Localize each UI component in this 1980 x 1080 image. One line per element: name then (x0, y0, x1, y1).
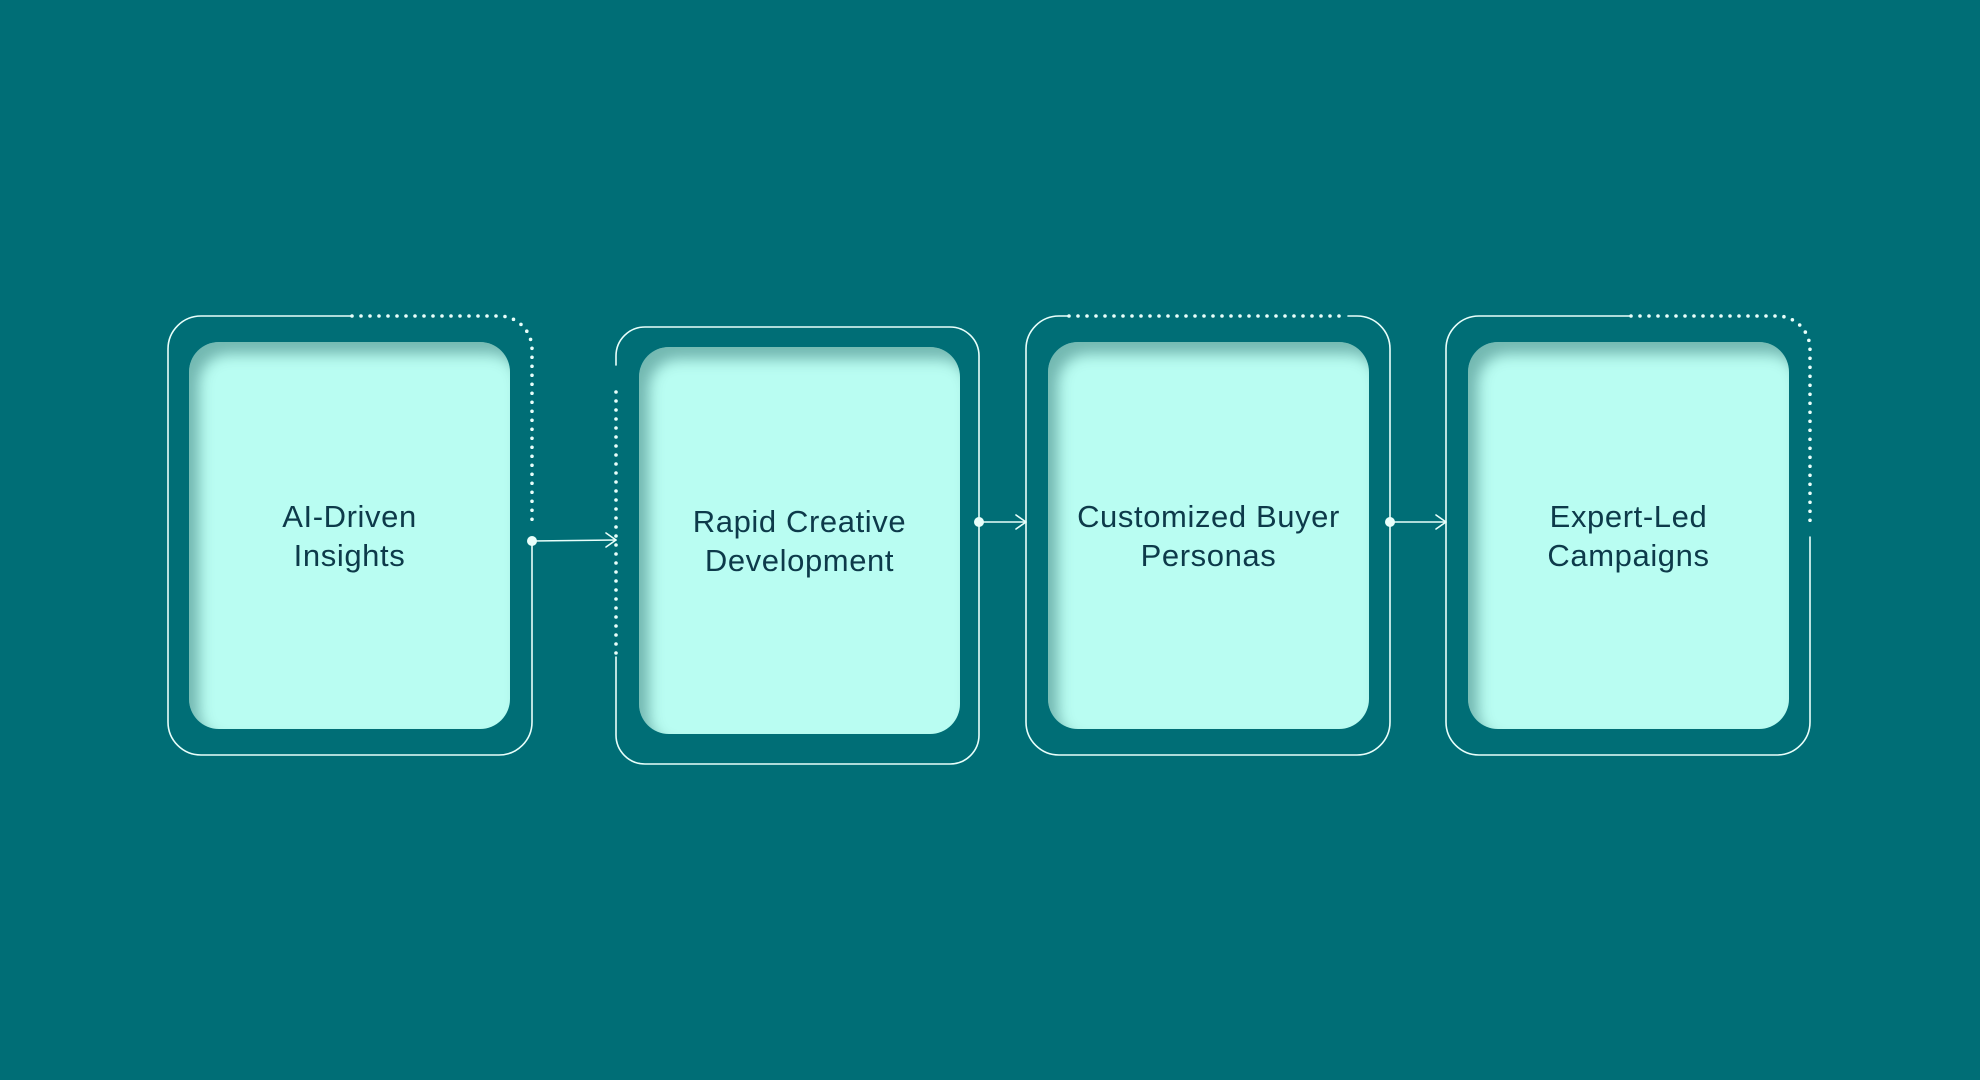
step-4-frame-solid (1445, 315, 1811, 756)
connector-2-3-start-dot (974, 517, 984, 527)
step-1-frame-solid (167, 315, 533, 756)
step-2-frame-solid (615, 326, 980, 765)
step-label-customized-buyer-personas: Customized Buyer Personas (1077, 498, 1340, 573)
connector-1-2-start-dot (527, 536, 537, 546)
step-3-frame-solid (1025, 315, 1391, 756)
step-4-frame-dotted (1629, 314, 1812, 530)
step-card-rapid-creative-development: Rapid Creative Development (639, 347, 960, 734)
step-card-customized-buyer-personas: Customized Buyer Personas (1048, 342, 1369, 729)
step-label-rapid-creative-development: Rapid Creative Development (692, 503, 907, 578)
step-label-ai-driven-insights: AI-Driven Insights (282, 498, 417, 573)
connector-2-3 (978, 514, 1027, 530)
connector-3-4-start-dot (1385, 517, 1395, 527)
step-1-frame-dotted (350, 314, 534, 530)
step-card-expert-led-campaigns: Expert-Led Campaigns (1468, 342, 1789, 729)
connector-1-2 (531, 532, 617, 548)
step-card-ai-driven-insights: AI-Driven Insights (189, 342, 510, 729)
connector-3-4 (1389, 514, 1447, 530)
step-label-expert-led-campaigns: Expert-Led Campaigns (1547, 498, 1710, 573)
